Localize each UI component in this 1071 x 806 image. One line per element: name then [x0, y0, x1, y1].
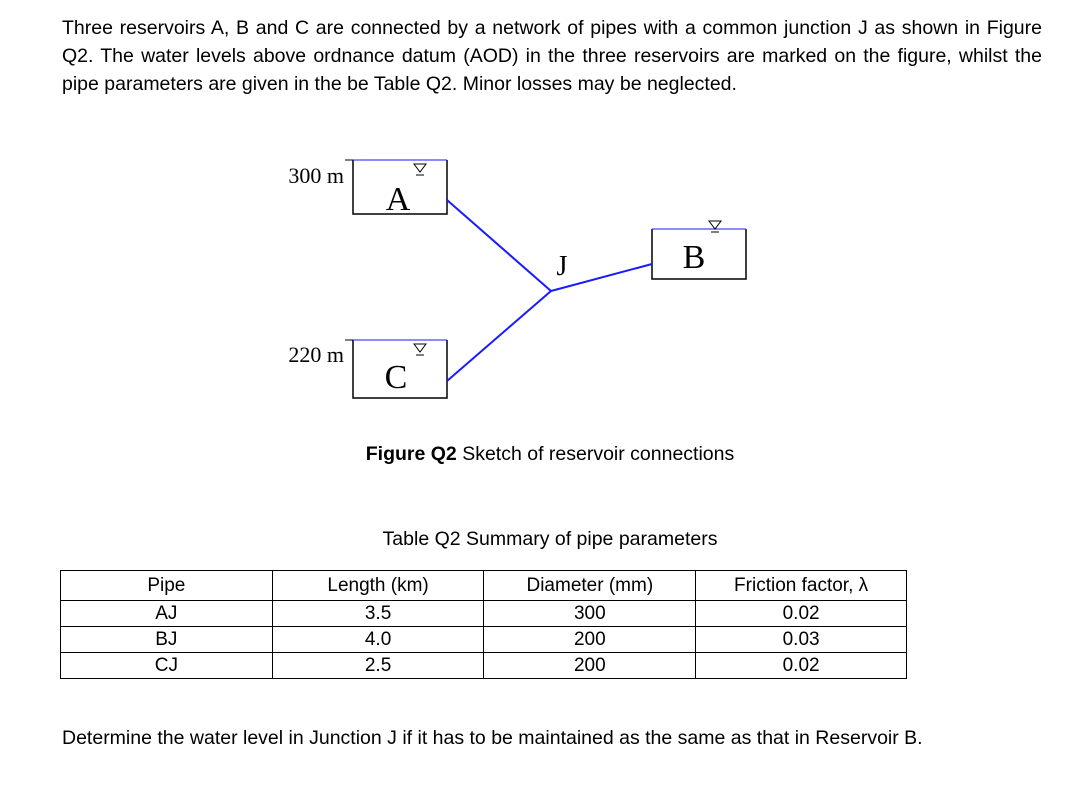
figure-caption-bold: Figure Q2 [365, 443, 457, 465]
water-level-icon [413, 163, 427, 173]
table-row: BJ 4.0 200 0.03 [60, 626, 907, 653]
level-c-label: 220 m [288, 342, 344, 367]
cell-friction: 0.03 [695, 626, 907, 653]
reservoir-a: A 300 m [288, 159, 448, 218]
cell-diameter: 200 [483, 626, 697, 653]
reservoir-c: C 220 m [288, 339, 448, 399]
junction-label: J [557, 251, 568, 282]
reservoir-b: B [651, 220, 747, 280]
header-diameter: Diameter (mm) [483, 570, 697, 601]
cell-length: 3.5 [271, 600, 485, 627]
cell-length: 4.0 [271, 626, 485, 653]
intro-paragraph: Three reservoirs A, B and C are connecte… [62, 17, 1042, 95]
cell-pipe: BJ [60, 626, 273, 653]
figure-caption: Figure Q2 Sketch of reservoir connection… [0, 443, 1071, 466]
pipe-bj [550, 263, 653, 292]
cell-friction: 0.02 [695, 600, 907, 627]
header-pipe: Pipe [60, 570, 273, 601]
table-caption: Table Q2 Summary of pipe parameters [382, 528, 718, 550]
cell-friction: 0.02 [695, 652, 907, 679]
level-a-label: 300 m [288, 163, 344, 188]
cell-diameter: 200 [483, 652, 697, 679]
cell-length: 2.5 [271, 652, 485, 679]
reservoir-c-label: C [385, 359, 408, 396]
header-friction: Friction factor, λ [695, 570, 907, 601]
water-level-icon [413, 343, 427, 353]
table-header-row: Pipe Length (km) Diameter (mm) Friction … [60, 570, 907, 601]
pipe-parameters-table: Pipe Length (km) Diameter (mm) Friction … [60, 570, 907, 679]
water-level-icon [708, 220, 722, 230]
table-row: AJ 3.5 300 0.02 [60, 600, 907, 627]
cell-pipe: AJ [60, 600, 273, 627]
pipe-aj [446, 199, 552, 292]
figure-caption-text: Sketch of reservoir connections [456, 443, 735, 465]
reservoir-b-label: B [683, 239, 706, 276]
cell-pipe: CJ [60, 652, 273, 679]
cell-diameter: 300 [483, 600, 697, 627]
table-row: CJ 2.5 200 0.02 [60, 652, 907, 679]
pipe-cj [446, 290, 552, 382]
reservoir-a-label: A [386, 181, 411, 218]
question-paragraph: Determine the water level in Junction J … [62, 727, 923, 749]
header-length: Length (km) [271, 570, 485, 601]
